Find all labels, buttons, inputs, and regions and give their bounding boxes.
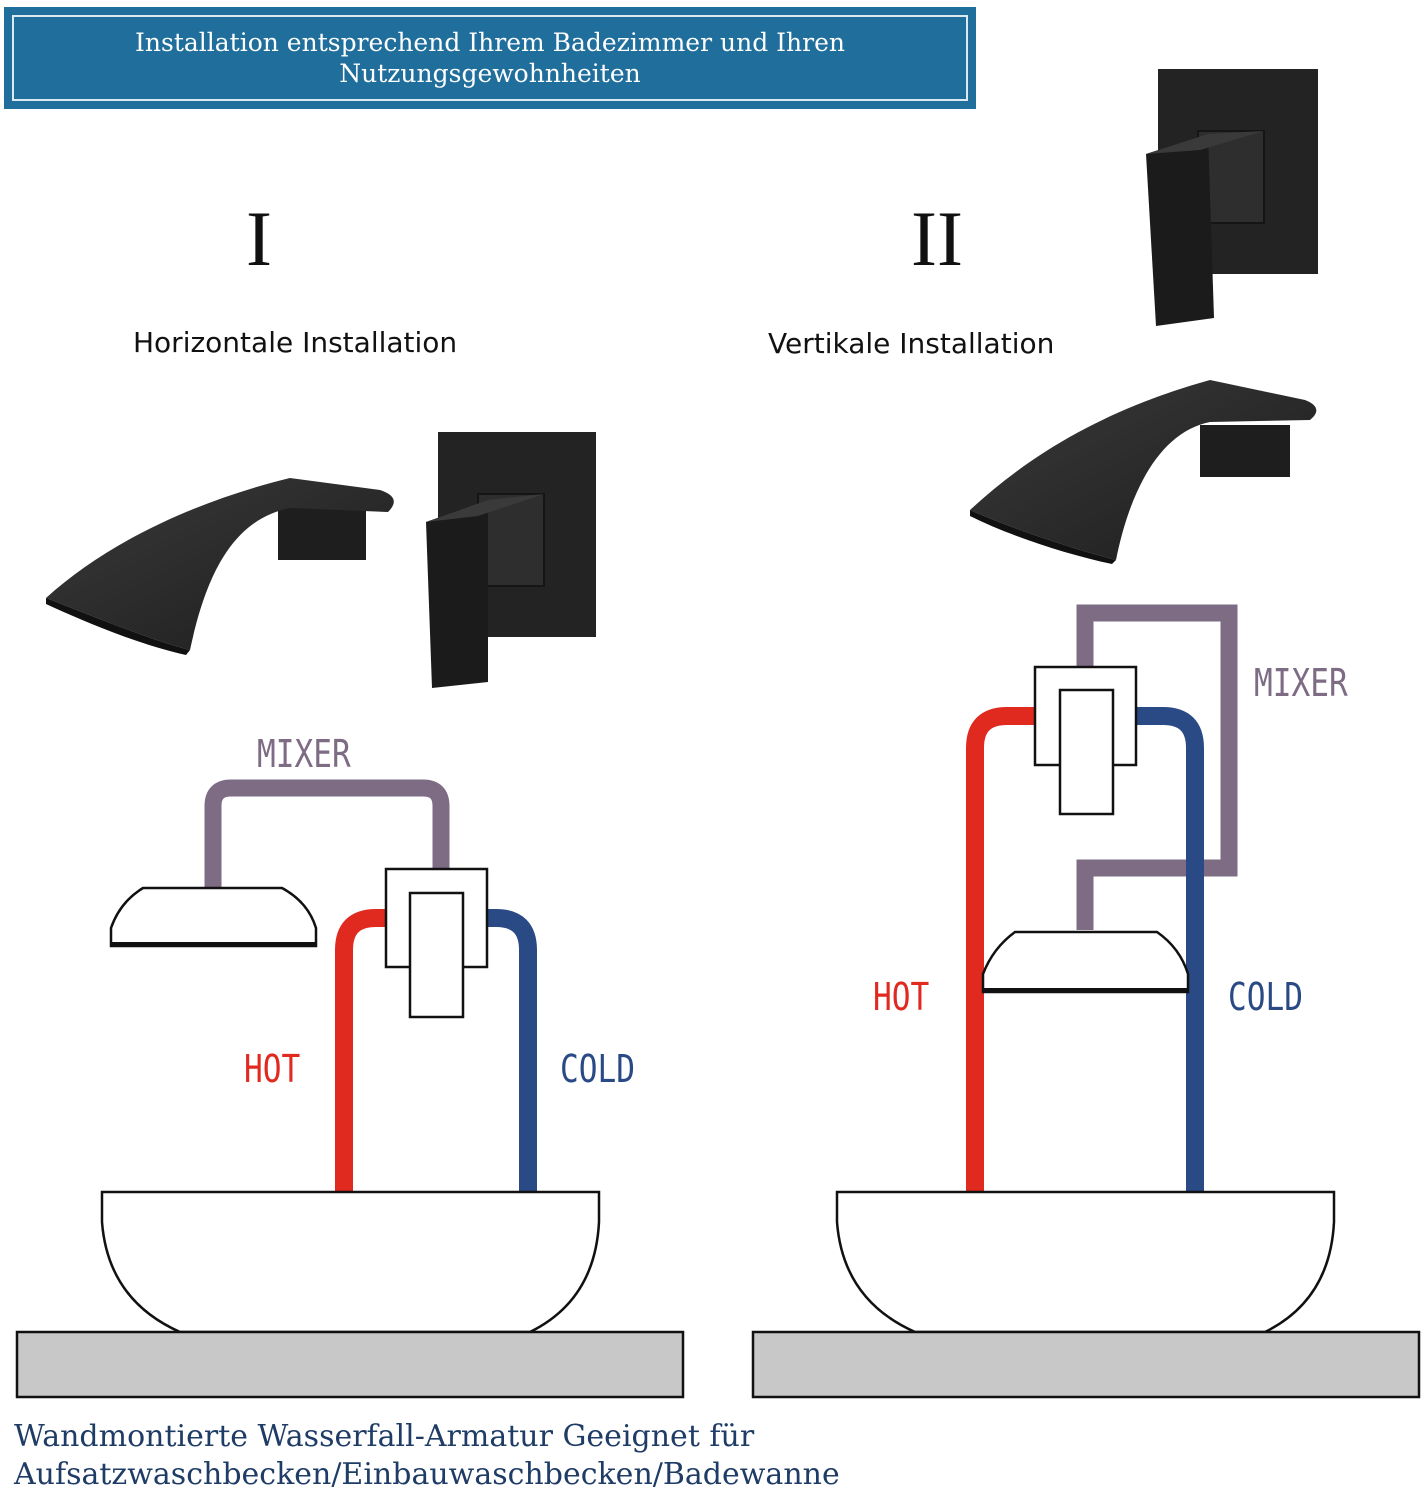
horizontal-installation-title: Horizontale Installation <box>133 326 458 359</box>
vertical-mixer-fixture <box>1146 69 1318 326</box>
vertical-spout-fixture <box>970 380 1317 564</box>
vertical-countertop <box>751 1330 1421 1399</box>
footer-line-1: Wandmontierte Wasserfall-Armatur Geeigne… <box>14 1419 755 1454</box>
header-title-line-1: Installation entsprechend Ihrem Badezimm… <box>135 28 845 57</box>
vertical-mixer-pipe <box>1076 604 1238 930</box>
horizontal-spout-schematic <box>109 886 318 948</box>
horizontal-countertop <box>15 1330 685 1399</box>
horizontal-basin <box>100 1190 601 1334</box>
horizontal-cold-label: COLD <box>560 1047 636 1091</box>
vertical-spout-schematic <box>981 930 1190 994</box>
horizontal-mixer-pipe <box>204 779 450 890</box>
header-banner-frame: Installation entsprechend Ihrem Badezimm… <box>12 15 968 101</box>
footer-line-2: Aufsatzwaschbecken/Einbauwaschbecken/Bad… <box>14 1457 840 1492</box>
vertical-cold-label: COLD <box>1228 975 1304 1019</box>
horizontal-mixer-label: MIXER <box>257 732 351 776</box>
horizontal-cold-pipe <box>486 909 537 1192</box>
header-title-line-2: Nutzungsgewohnheiten <box>339 59 641 88</box>
vertical-hot-label: HOT <box>873 975 930 1019</box>
horizontal-spout-fixture <box>46 478 394 655</box>
section-numeral-vertical: II <box>911 195 963 282</box>
vertical-hot-pipe <box>966 707 1036 1192</box>
horizontal-mixer-fixture <box>426 432 596 688</box>
vertical-mixer-label: MIXER <box>1254 661 1348 705</box>
footer-caption: Wandmontierte Wasserfall-Armatur Geeigne… <box>14 1418 840 1494</box>
header-banner: Installation entsprechend Ihrem Badezimm… <box>4 7 976 109</box>
vertical-installation-title: Vertikale Installation <box>768 327 1055 360</box>
vertical-cold-pipe <box>1136 707 1204 1192</box>
vertical-basin <box>835 1190 1336 1334</box>
horizontal-mixer-schematic <box>384 867 489 1019</box>
section-numeral-horizontal: I <box>246 195 272 282</box>
horizontal-hot-label: HOT <box>244 1047 301 1091</box>
horizontal-hot-pipe <box>335 909 386 1192</box>
vertical-mixer-schematic <box>1033 665 1138 816</box>
